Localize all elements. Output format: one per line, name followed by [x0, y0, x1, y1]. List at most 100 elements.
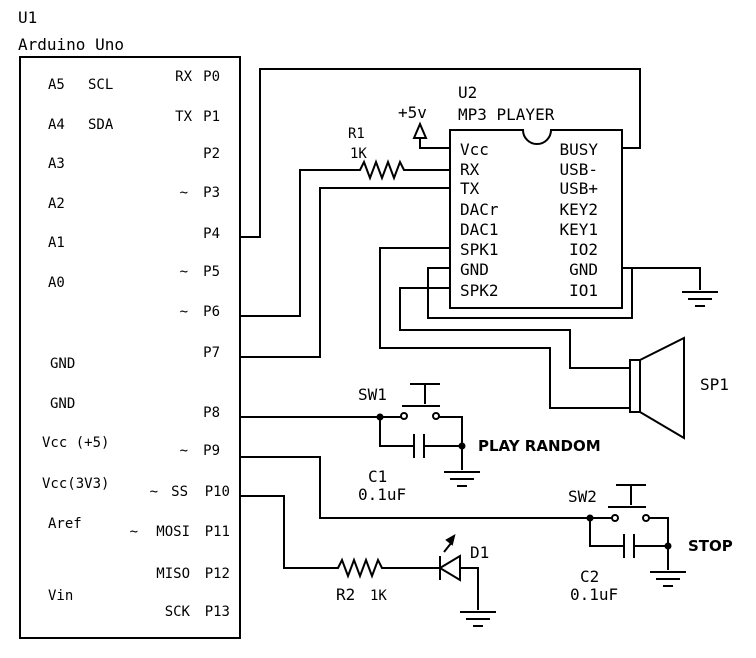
u1-pin-aref: Aref: [48, 516, 82, 532]
resistor-r2: R2 1K: [336, 585, 387, 604]
u2-pin-io2: IO2: [569, 240, 598, 259]
wire-d1-gnd: [460, 567, 479, 610]
wire-sw2-right: [649, 517, 669, 570]
c2-value: 0.1uF: [570, 585, 618, 604]
ground-symbol-u2: [682, 291, 718, 307]
u1-pin-p5: P5: [203, 264, 220, 280]
u1-pin-a4: A4: [48, 117, 65, 133]
switch-sw1: SW1: [358, 383, 440, 420]
u2-pin-busy: BUSY: [559, 140, 598, 159]
switch-sw2: SW2: [568, 484, 650, 522]
ground-symbol-c1: [444, 471, 480, 487]
sw1-ref: SW1: [358, 385, 387, 404]
u1-pin-scl: SCL: [88, 77, 113, 93]
u1-func-mosi: MOSI: [156, 524, 190, 540]
r2-ref: R2: [336, 585, 355, 604]
u1-name: Arduino Uno: [18, 35, 124, 54]
u1-pin-p1: P1: [203, 109, 220, 125]
u2-pin-key2: KEY2: [559, 200, 598, 219]
u1-pin-gnd-1: GND: [50, 356, 75, 372]
c1-value: 0.1uF: [358, 485, 406, 504]
sp1-ref: SP1: [700, 375, 729, 394]
wire-sw1-right: [439, 416, 463, 470]
arduino-uno-u1: U1 Arduino Uno A5 SCL A4 SDA A3 A2 A1 A0…: [18, 8, 241, 639]
u2-pin-vcc: Vcc: [460, 140, 489, 159]
c2-ref: C2: [580, 567, 599, 586]
u1-func-miso: MISO: [156, 566, 190, 582]
sw2-ref: SW2: [568, 487, 597, 506]
u1-func-ss: SS: [171, 484, 188, 500]
u1-pin-p13: P13: [205, 604, 230, 620]
power-label: +5v: [398, 103, 427, 122]
r1-value: 1K: [350, 146, 367, 162]
u1-pin-a2: A2: [48, 196, 65, 212]
u1-pin-vcc3v3: Vcc(3V3): [42, 476, 109, 492]
u2-pin-key1: KEY1: [559, 220, 598, 239]
wire-p7-tx: [240, 187, 450, 358]
led-triangle-icon: [438, 554, 461, 582]
wire-p6-rx: [240, 159, 450, 317]
u1-pin-p8: P8: [203, 405, 220, 421]
r1-ref: R1: [348, 126, 365, 142]
wire-p10-r2: [240, 495, 440, 579]
mp3-player-u2: U2 MP3 PLAYER Vcc RX TX DACr DAC1 SPK1 G…: [449, 83, 623, 309]
u1-pin-p6: P6: [203, 304, 220, 320]
capacitor-c1: C1 0.1uF: [358, 417, 462, 504]
wire-p4-busy: [240, 68, 641, 238]
wire-spk1: [379, 247, 630, 409]
u1-pin-gnd-2: GND: [50, 396, 75, 412]
u2-pin-gnd-right: GND: [569, 260, 598, 279]
u1-tilde-p11: ~: [130, 524, 138, 540]
u1-tilde-p9: ~: [180, 443, 188, 459]
u2-ref: U2: [458, 83, 477, 102]
u1-tilde-p6: ~: [180, 304, 188, 320]
u1-pin-p7: P7: [203, 345, 220, 361]
u2-pin-io1: IO1: [569, 281, 598, 300]
d1-ref: D1: [470, 543, 489, 562]
wire-spk2: [399, 287, 630, 369]
u2-pin-usb-minus: USB-: [559, 160, 598, 179]
ground-symbol-c2: [650, 571, 686, 587]
u2-name: MP3 PLAYER: [458, 105, 555, 124]
u1-pin-a3: A3: [48, 156, 65, 172]
u1-tilde-p3: ~: [180, 185, 188, 201]
u2-pin-dacr: DACr: [460, 200, 499, 219]
u2-pin-tx: TX: [460, 179, 480, 198]
resistor-r1: R1 1K: [240, 126, 450, 317]
u2-pin-usb-plus: USB+: [559, 179, 598, 198]
u1-pin-p9: P9: [203, 443, 220, 459]
u1-pin-p12: P12: [205, 566, 230, 582]
u2-body: [449, 129, 623, 309]
power-5v: +5v: [398, 103, 450, 149]
u1-pin-a0: A0: [48, 275, 65, 291]
u2-pin-dac1: DAC1: [460, 220, 499, 239]
u1-pin-p0: P0: [203, 69, 220, 85]
wire-gnd-right: [622, 267, 701, 290]
speaker-cone-icon: [639, 336, 685, 440]
capacitor-c2: C2 0.1uF: [570, 518, 668, 604]
u1-pin-vin: Vin: [48, 588, 73, 604]
u1-func-sck: SCK: [165, 604, 191, 620]
u2-pin-spk1: SPK1: [460, 240, 499, 259]
stop-label: STOP: [688, 537, 733, 555]
u2-pin-gnd-left: GND: [460, 260, 489, 279]
u2-pin-spk2: SPK2: [460, 281, 499, 300]
u1-pin-sda: SDA: [88, 117, 114, 133]
speaker-magnet: [629, 359, 641, 413]
r2-value: 1K: [370, 588, 387, 604]
power-arrow-icon: [412, 121, 428, 139]
u1-pin-p3: P3: [203, 185, 220, 201]
wire-gnd-left: [427, 267, 633, 319]
u1-pin-vcc5: Vcc (+5): [42, 435, 109, 451]
u1-tilde-p5: ~: [180, 264, 188, 280]
u1-tilde-p10: ~: [150, 484, 158, 500]
u1-func-tx: TX: [175, 109, 192, 125]
u2-pin-rx: RX: [460, 160, 480, 179]
u1-func-rx: RX: [175, 69, 192, 85]
led-d1: D1: [438, 533, 489, 610]
u1-pin-p11: P11: [205, 524, 230, 540]
play-random-label: PLAY RANDOM: [478, 437, 601, 455]
ground-symbol-d1: [460, 611, 496, 627]
u1-pin-p10: P10: [205, 484, 230, 500]
